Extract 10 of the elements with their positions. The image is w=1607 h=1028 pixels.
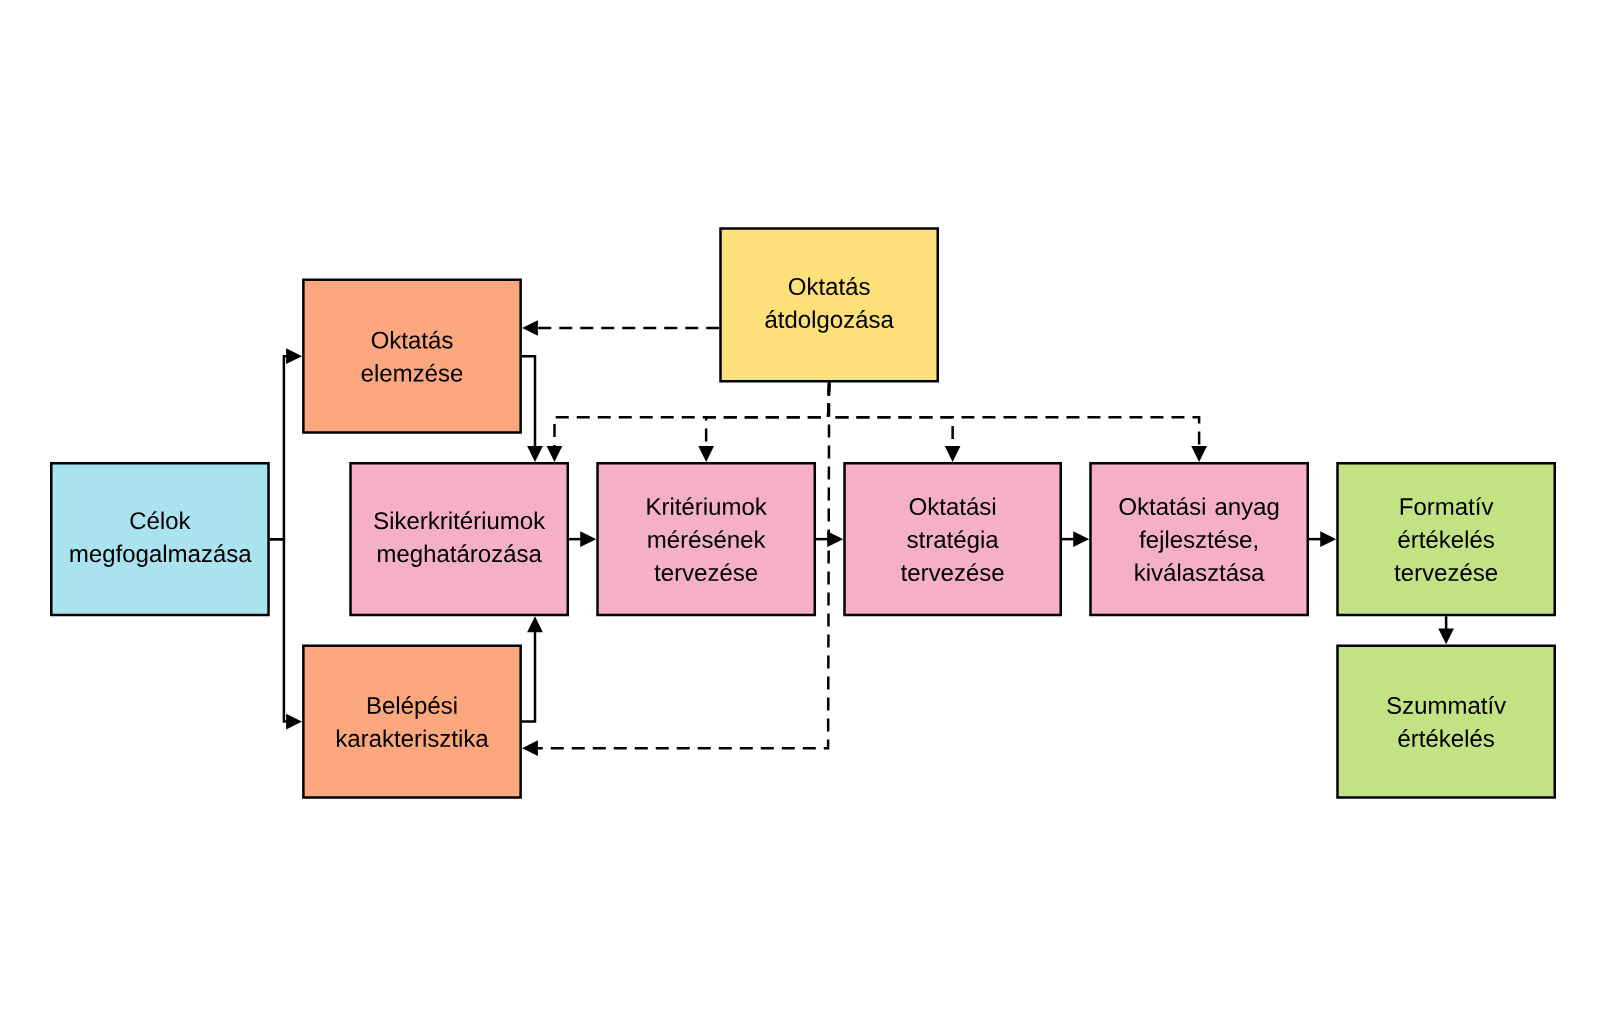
process-box: Oktatási stratégia tervezése	[843, 462, 1062, 617]
process-box: Oktatási anyag fejlesztése, kiválasztása	[1089, 462, 1309, 617]
process-box: Oktatás elemzése	[302, 278, 522, 434]
process-box: Célok megfogalmazása	[50, 462, 270, 617]
process-box: Belépési karakterisztika	[302, 644, 522, 799]
process-box: Sikerkritériumok meghatározása	[349, 462, 570, 617]
process-box: Kritériumok mérésének tervezése	[596, 462, 817, 617]
process-box: Formatív értékelés tervezése	[1336, 462, 1556, 617]
process-box: Oktatás átdolgozása	[719, 227, 939, 383]
process-box: Szummatív értékelés	[1336, 644, 1556, 799]
